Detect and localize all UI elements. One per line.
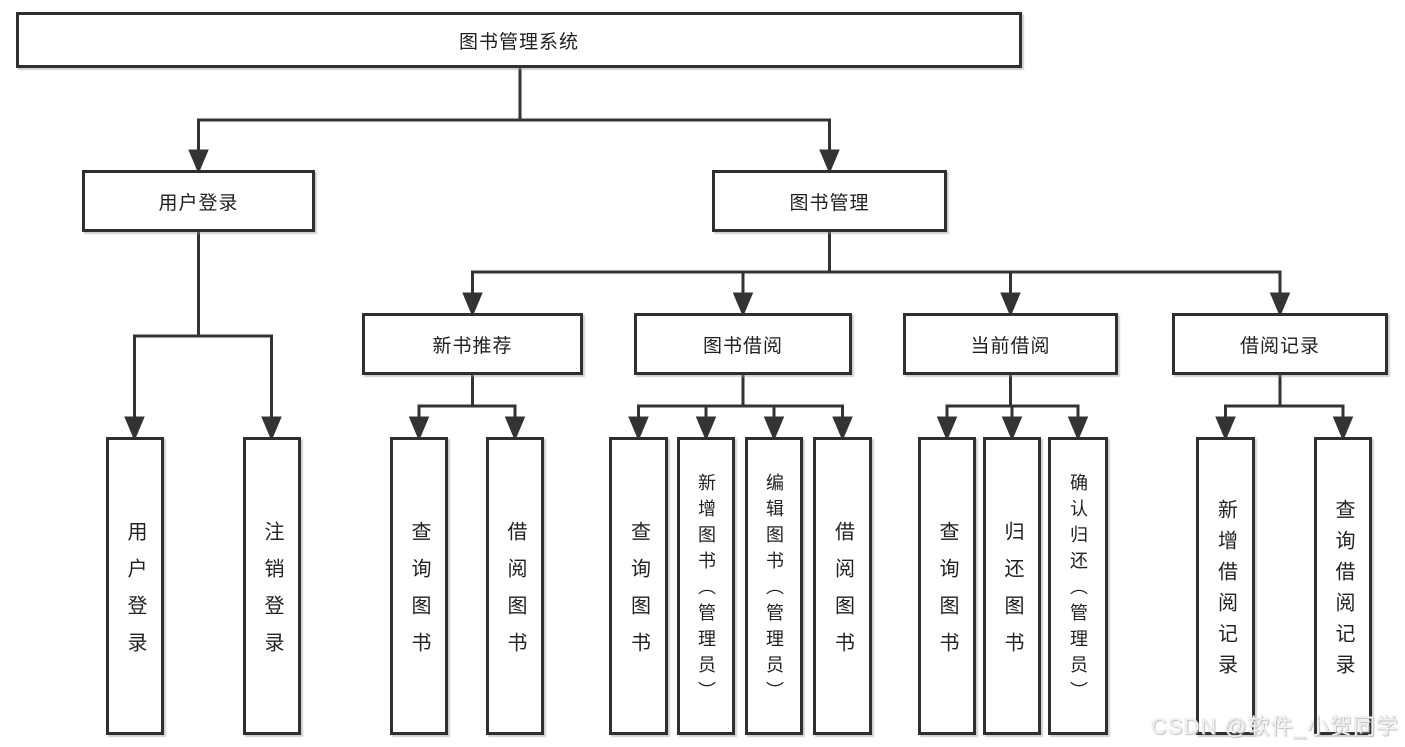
leaf-label: 编辑图书（管理员） [764, 473, 784, 707]
leaf-query-books-borrowing: 查询图书 [609, 437, 668, 735]
node-book-management: 图书管理 [712, 170, 947, 232]
leaf-label: 查询图书 [627, 520, 650, 669]
leaf-query-books-current: 查询图书 [918, 437, 976, 735]
leaf-label: 确认归还（管理员） [1068, 473, 1088, 707]
node-label: 当前借阅 [970, 335, 1051, 357]
node-user-login: 用户登录 [82, 170, 315, 232]
leaf-add-borrow-record: 新增借阅记录 [1196, 437, 1255, 735]
leaf-label: 用户登录 [124, 520, 146, 669]
leaf-label: 查询借阅记录 [1332, 498, 1354, 685]
leaf-label: 新增图书（管理员） [696, 473, 716, 707]
leaf-query-borrow-record: 查询借阅记录 [1314, 437, 1372, 735]
leaf-logout-login: 注销登录 [243, 437, 301, 735]
leaf-user-login: 用户登录 [106, 437, 164, 735]
leaf-label: 注销登录 [261, 520, 283, 669]
leaf-confirm-return-admin: 确认归还（管理员） [1048, 437, 1108, 735]
leaf-label: 借阅图书 [831, 520, 854, 669]
leaf-label: 归还图书 [1001, 520, 1023, 669]
node-borrow-records: 借阅记录 [1172, 313, 1388, 375]
leaf-label: 新增借阅记录 [1214, 498, 1237, 685]
leaf-label: 借阅图书 [504, 520, 526, 669]
node-current-borrowing: 当前借阅 [903, 313, 1118, 375]
node-label: 新书推荐 [432, 335, 513, 357]
node-label: 图书管理 [789, 192, 870, 214]
node-book-borrowing: 图书借阅 [634, 313, 852, 375]
node-label: 图书管理系统 [458, 31, 579, 53]
node-label: 用户登录 [158, 192, 239, 214]
leaf-label: 查询图书 [936, 520, 958, 669]
leaf-edit-books-admin: 编辑图书（管理员） [745, 437, 803, 735]
node-new-book-recommend: 新书推荐 [362, 313, 583, 375]
node-label: 图书借阅 [702, 335, 783, 357]
leaf-borrow-books-recommend: 借阅图书 [486, 437, 544, 735]
leaf-query-books-recommend: 查询图书 [390, 437, 448, 735]
leaf-label: 查询图书 [408, 520, 430, 669]
node-library-system-root: 图书管理系统 [16, 12, 1022, 68]
leaf-return-books: 归还图书 [983, 437, 1041, 735]
node-label: 借阅记录 [1239, 335, 1320, 357]
leaf-add-books-admin: 新增图书（管理员） [677, 437, 735, 735]
leaf-borrow-books-borrowing: 借阅图书 [813, 437, 872, 735]
